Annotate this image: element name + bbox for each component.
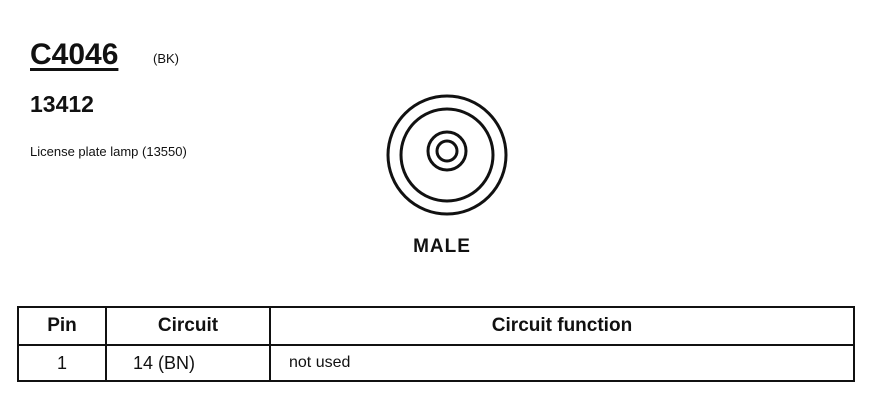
header-pin: Pin bbox=[17, 306, 107, 346]
connector-face-diagram bbox=[386, 94, 508, 216]
pin-table-header-row: Pin Circuit Circuit function bbox=[17, 306, 855, 346]
connector-id: C4046 bbox=[30, 38, 119, 71]
header-circuit: Circuit bbox=[105, 306, 271, 346]
connector-outer-ring bbox=[386, 94, 508, 216]
connector-middle-ring bbox=[399, 107, 495, 203]
connector-color-code: (BK) bbox=[153, 51, 179, 66]
pin-inner-ring bbox=[435, 139, 459, 163]
pin-table: Pin Circuit Circuit function 1 14 (BN) n… bbox=[17, 306, 855, 382]
pin-outer-ring bbox=[426, 130, 468, 172]
cell-circuit: 14 (BN) bbox=[105, 344, 271, 382]
cell-circuit-function: not used bbox=[269, 344, 855, 382]
table-row: 1 14 (BN) not used bbox=[17, 344, 855, 382]
connector-description: License plate lamp (13550) bbox=[30, 144, 187, 159]
cell-pin: 1 bbox=[17, 344, 107, 382]
header-circuit-function: Circuit function bbox=[269, 306, 855, 346]
part-number: 13412 bbox=[30, 91, 94, 117]
connector-gender-label: MALE bbox=[413, 236, 471, 257]
